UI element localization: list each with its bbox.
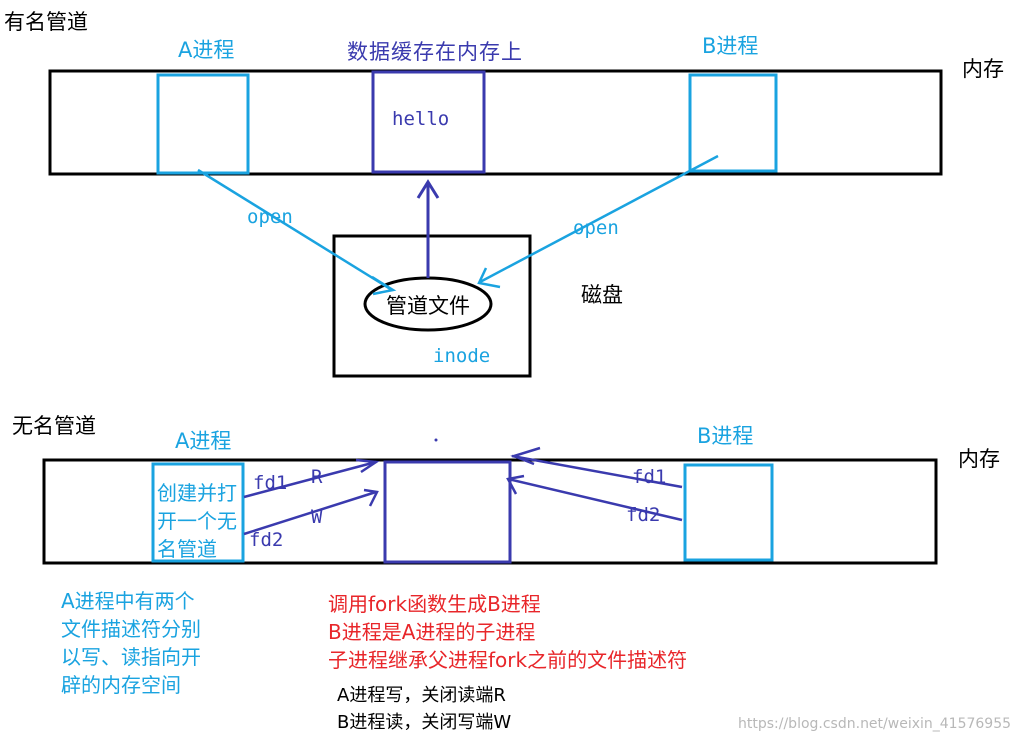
- note-cyan-line-1: A进程中有两个: [61, 589, 195, 613]
- memory-label-top: 内存: [962, 57, 1004, 81]
- process-a-box-top: [156, 73, 250, 175]
- stray-dot: [434, 438, 438, 442]
- b-fd2-arrow-head: [506, 474, 525, 495]
- a-w-label: W: [311, 506, 323, 528]
- watermark: https://blog.csdn.net/weixin_41576955: [738, 716, 1012, 732]
- pipe-buffer-box: [383, 460, 512, 564]
- open-label-right: open: [573, 217, 619, 239]
- note-red-line-1: 调用fork函数生成B进程: [328, 592, 541, 616]
- cache-label: 数据缓存在内存上: [347, 40, 523, 64]
- inode-label: inode: [433, 345, 491, 367]
- a-fd1-arrow-head: [355, 458, 380, 474]
- disk-box: [332, 234, 532, 378]
- memory-label-bottom: 内存: [958, 447, 1000, 471]
- up-arrow-head: [416, 179, 440, 199]
- open-arrow-right-head: [477, 267, 501, 289]
- open-arrow-right: [479, 154, 719, 284]
- b-fd2-label: fd2: [626, 504, 661, 526]
- process-b-box-bottom: [683, 463, 774, 562]
- create-pipe-line-3: 名管道: [157, 537, 217, 561]
- a-fd2-label: fd2: [249, 529, 284, 551]
- hello-text: hello: [392, 108, 450, 130]
- note-black-line-2: B进程读，关闭写端W: [337, 712, 512, 733]
- memory-bar-top: [48, 69, 943, 176]
- open-label-left: open: [247, 206, 293, 228]
- a-fd1-arrow: [243, 460, 377, 499]
- process-b-label-top: B进程: [702, 34, 759, 58]
- create-pipe-line-2: 开一个无: [157, 509, 237, 533]
- note-cyan-line-4: 辟的内存空间: [61, 673, 181, 697]
- note-red-line-2: B进程是A进程的子进程: [328, 620, 536, 644]
- process-a-box-bottom: [151, 462, 245, 563]
- b-fd1-arrow: [511, 454, 683, 489]
- anonymous-pipe-title: 无名管道: [12, 414, 96, 438]
- a-r-label: R: [311, 466, 323, 488]
- create-pipe-line-1: 创建并打: [157, 481, 237, 505]
- open-arrow-left: [197, 168, 393, 292]
- a-fd2-arrow-head: [363, 488, 379, 507]
- process-a-label-top: A进程: [178, 38, 235, 62]
- disk-label: 磁盘: [581, 283, 623, 307]
- note-red-line-3: 子进程继承父进程fork之前的文件描述符: [328, 648, 688, 672]
- b-fd1-arrow-head: [510, 446, 541, 466]
- b-fd2-arrow: [507, 477, 683, 522]
- process-b-box-top: [688, 73, 778, 173]
- note-black-line-1: A进程写，关闭读端R: [337, 685, 506, 706]
- note-cyan-line-2: 文件描述符分别: [61, 617, 201, 641]
- b-fd1-label: fd1: [632, 466, 667, 488]
- named-pipe-title: 有名管道: [4, 10, 88, 34]
- open-arrow-left-head: [371, 275, 397, 296]
- note-cyan-line-3: 以写、读指向开: [61, 645, 201, 669]
- cache-box: [371, 70, 486, 174]
- process-b-label-bottom: B进程: [697, 424, 754, 448]
- pipe-file-label: 管道文件: [386, 294, 470, 318]
- a-fd1-label: fd1: [253, 472, 288, 494]
- process-a-label-bottom: A进程: [175, 429, 232, 453]
- a-fd2-arrow: [243, 490, 377, 536]
